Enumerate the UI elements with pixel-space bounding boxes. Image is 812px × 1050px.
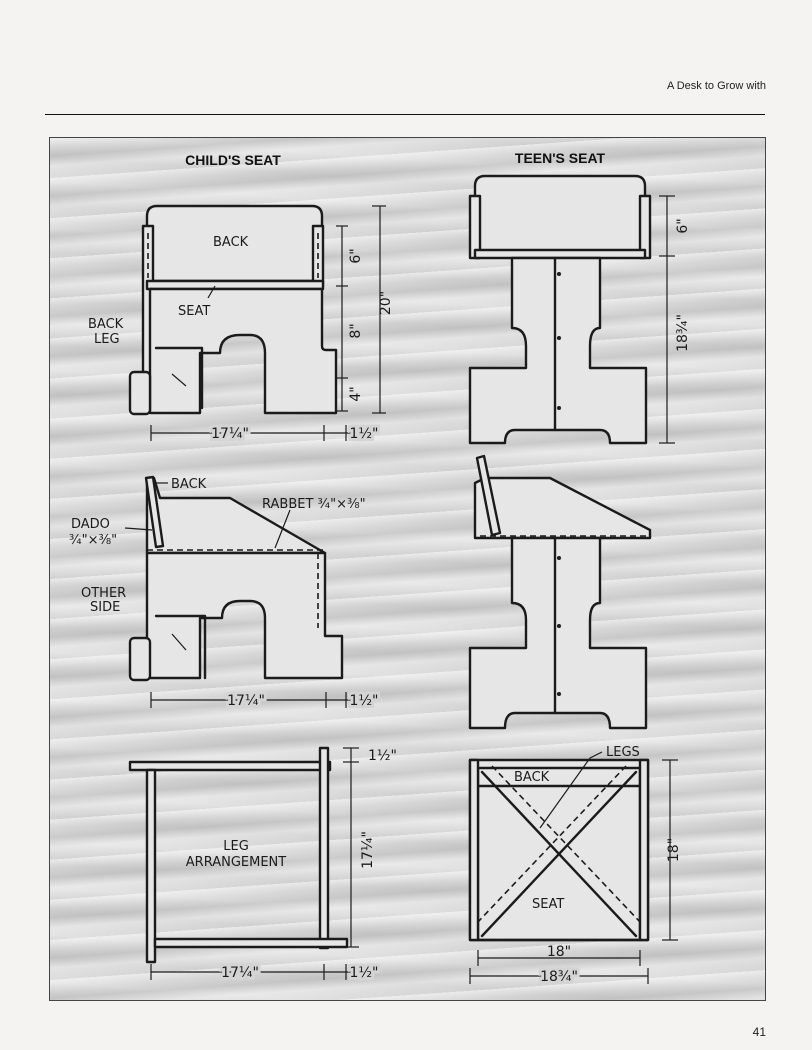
teen-back-panel	[473, 174, 647, 258]
child-back-leg-end	[128, 370, 152, 416]
child-seat-board	[145, 279, 325, 291]
child-dim-thickness: 1½"	[350, 426, 379, 442]
leg-dim-thickness: 1½"	[368, 748, 397, 764]
child-back-leg-label-1: BACK	[88, 317, 124, 332]
child-back-label: BACK	[213, 235, 249, 250]
teen-side-back	[475, 454, 502, 537]
teen-plan-right-edge	[638, 758, 650, 942]
teen-seat-side-view	[468, 454, 652, 730]
child-other-side-end	[128, 636, 152, 682]
plan-figure: CHILD'S SEAT TEEN'S SEAT BACK SEAT BACK …	[49, 137, 766, 1001]
child-side-back-label: BACK	[171, 477, 207, 492]
teen-seat-board	[473, 248, 647, 260]
leg-dim-depth: 17¼"	[360, 831, 376, 869]
other-side-label-1: OTHER	[81, 586, 126, 601]
child-dim-width: 17¼"	[211, 426, 249, 442]
leg-dim-thickness-2: 1½"	[350, 965, 379, 981]
child-back-panel	[145, 204, 324, 283]
leg-dim-width: 17¼"	[221, 965, 259, 981]
leg-right-board	[318, 746, 330, 950]
teen-dim-18-3-4: 18¾"	[675, 314, 691, 352]
leg-left-board	[145, 768, 157, 964]
child-dim-4: 4"	[348, 386, 364, 401]
child-side-dim-width: 17¼"	[227, 693, 265, 709]
child-dim-20: 20"	[378, 291, 394, 315]
child-side-panel-lower	[145, 551, 344, 680]
teen-plan-seat-label: SEAT	[532, 897, 564, 912]
child-dim-8: 8"	[348, 323, 364, 338]
teen-front-leg	[468, 256, 648, 445]
teen-seat-plan-view: LEGS BACK SEAT 18" 18" 18¾"	[468, 745, 682, 988]
child-side-panel	[148, 287, 338, 415]
child-seat-side-view: BACK RABBET ¾"×⅜" DADO ¾"×⅜" OTHER SIDE …	[69, 475, 381, 712]
leg-bottom-board	[153, 937, 349, 949]
leg-top-board	[128, 760, 332, 772]
teen-plan-dim-inner: 18"	[547, 944, 571, 960]
teen-dim-6: 6"	[675, 218, 691, 233]
teen-plan-dim-depth: 18"	[666, 838, 682, 862]
child-seat-label: SEAT	[178, 304, 210, 319]
leg-arrangement-label-1: LEG	[223, 839, 249, 854]
rabbet-label: RABBET ¾"×⅜"	[262, 497, 366, 512]
teen-side-leg	[468, 536, 648, 730]
child-back-leg-label-2: LEG	[94, 332, 120, 347]
teen-side-top	[473, 476, 652, 540]
teen-plan-dim-outer: 18¾"	[540, 969, 578, 985]
other-side-label-2: SIDE	[90, 600, 120, 615]
dado-label-2: ¾"×⅜"	[69, 533, 117, 548]
leg-arrangement-label-2: ARRANGEMENT	[186, 855, 286, 870]
running-head: A Desk to Grow with	[666, 80, 766, 92]
page-number: 41	[752, 1025, 766, 1039]
teen-seat-title: TEEN'S SEAT	[515, 150, 606, 166]
teen-plan-back-label: BACK	[514, 770, 550, 785]
leg-arrangement-view: LEG ARRANGEMENT 1½" 17¼" 17¼" 1½"	[128, 746, 397, 984]
teen-left-back-edge	[468, 194, 482, 260]
teen-right-back-edge	[638, 194, 652, 260]
child-side-back	[144, 475, 165, 549]
teen-plan-left-edge	[468, 758, 480, 942]
header-rule	[45, 114, 765, 115]
plan-drawing: CHILD'S SEAT TEEN'S SEAT BACK SEAT BACK …	[69, 150, 691, 988]
child-seat-title: CHILD'S SEAT	[185, 152, 281, 168]
child-dim-6: 6"	[348, 248, 364, 263]
teen-plan-legs-label: LEGS	[606, 745, 640, 760]
child-seat-front-view: BACK SEAT BACK LEG 6" 8" 4" 20" 17¼" 1½"	[88, 204, 394, 445]
child-side-dim-thickness: 1½"	[350, 693, 379, 709]
dado-label-1: DADO	[71, 517, 110, 532]
teen-seat-front-view: 6" 18¾"	[468, 174, 691, 445]
